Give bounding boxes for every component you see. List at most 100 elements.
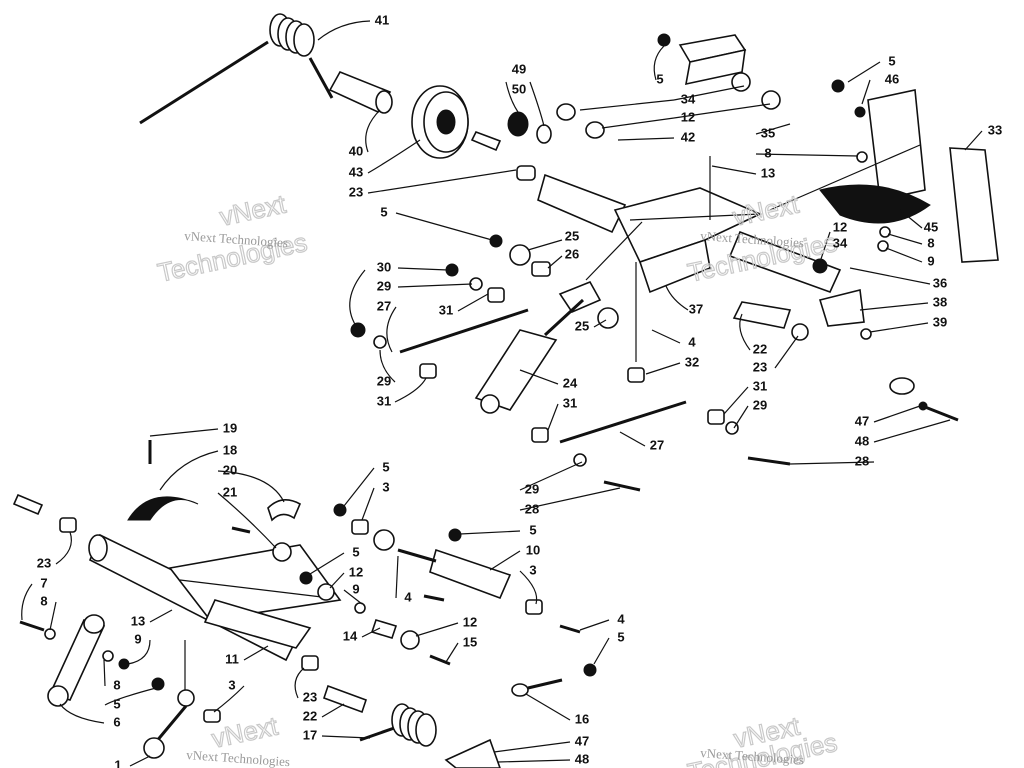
- part-callout-label: 7: [40, 575, 47, 590]
- part-callout-label: 36: [933, 275, 947, 290]
- rear-arm-frame: [613, 187, 842, 294]
- torsion-spring-lower: [359, 703, 501, 768]
- shock-absorber: [474, 280, 602, 414]
- part-callout-label: 25: [575, 318, 589, 333]
- part-callout-label: 35: [761, 125, 775, 140]
- link-rod-lower: [559, 400, 687, 444]
- leader-lines: [21, 20, 983, 767]
- part-callout-label: 5: [888, 53, 895, 68]
- part-callout-label: 23: [37, 555, 51, 570]
- link-rod-upper: [399, 308, 529, 354]
- bolt-28: [747, 456, 791, 466]
- part-callout-label: 12: [833, 219, 847, 234]
- part-callout-label: 27: [650, 437, 664, 452]
- part-callout-label: 34: [833, 235, 848, 250]
- part-callout-label: 28: [525, 501, 539, 516]
- part-callout-label: 42: [681, 129, 695, 144]
- part-callout-label: 48: [575, 751, 589, 766]
- shaft-22: [732, 301, 792, 329]
- bearing: [507, 111, 529, 137]
- eye-bolt: [511, 678, 563, 697]
- snap-ring: [536, 124, 552, 144]
- torsion-spring-upper: [139, 13, 334, 125]
- plate-38: [818, 289, 865, 327]
- lower-fasteners: [12, 440, 597, 723]
- sleeve-40: [328, 70, 393, 114]
- part-callout-label: 26: [565, 246, 579, 261]
- part-callout-label: 21: [223, 484, 237, 499]
- part-callout-label: 23: [753, 359, 767, 374]
- part-callout-label: 5: [656, 71, 663, 86]
- part-callout-label: 10: [526, 542, 540, 557]
- part-callout-label: 37: [689, 301, 703, 316]
- part-callout-label: 34: [681, 91, 696, 106]
- part-callout-label: 29: [377, 278, 391, 293]
- callout-layer: 4149505341242546333581340432351234458925…: [37, 12, 1002, 768]
- part-callout-label: 31: [563, 395, 577, 410]
- part-callout-label: 8: [927, 235, 934, 250]
- part-callout-label: 9: [134, 631, 141, 646]
- part-callout-label: 11: [225, 651, 239, 666]
- part-callout-label: 12: [349, 564, 363, 579]
- idler-wheel: [411, 85, 469, 159]
- part-callout-label: 31: [439, 302, 453, 317]
- part-callout-label: 8: [764, 145, 771, 160]
- part-callout-label: 13: [131, 613, 145, 628]
- part-callout-label: 27: [377, 298, 391, 313]
- shock-absorber-front: [373, 529, 512, 600]
- part-callout-label: 43: [349, 164, 363, 179]
- part-callout-label: 3: [228, 677, 235, 692]
- watermark-text: vNext Technologies: [186, 747, 291, 768]
- top-bracket: [678, 34, 747, 86]
- part-callout-label: 31: [377, 393, 391, 408]
- bushing-23: [516, 165, 536, 181]
- part-callout-label: 4: [404, 589, 412, 604]
- upper-fasteners: [350, 33, 928, 467]
- pivot-arm-front: [47, 614, 106, 707]
- parts-drawing: [12, 13, 999, 768]
- part-callout-label: 31: [753, 378, 767, 393]
- part-callout-label: 45: [924, 219, 938, 234]
- front-arm-frame: [168, 544, 342, 649]
- part-callout-label: 29: [753, 397, 767, 412]
- washer-plate: [889, 377, 915, 395]
- part-callout-label: 6: [113, 714, 120, 729]
- cross-shaft-upper: [537, 173, 627, 234]
- part-callout-label: 39: [933, 314, 947, 329]
- part-callout-label: 12: [681, 109, 695, 124]
- part-callout-label: 47: [855, 413, 869, 428]
- watermark-text: vNext: [217, 189, 289, 232]
- part-callout-label: 29: [525, 481, 539, 496]
- part-callout-label: 16: [575, 711, 589, 726]
- part-callout-label: 3: [382, 479, 389, 494]
- part-callout-label: 5: [113, 696, 120, 711]
- part-callout-label: 5: [352, 544, 359, 559]
- bolt-48: [924, 405, 959, 422]
- part-callout-label: 13: [761, 165, 775, 180]
- watermark-text: vNext: [730, 189, 802, 232]
- part-callout-label: 46: [885, 71, 899, 86]
- spacer-shaft: [470, 130, 502, 152]
- part-callout-label: 5: [382, 459, 389, 474]
- part-callout-label: 9: [927, 253, 934, 268]
- part-callout-label: 9: [352, 581, 359, 596]
- part-callout-label: 40: [349, 143, 363, 158]
- part-callout-label: 20: [223, 462, 237, 477]
- part-callout-label: 22: [303, 708, 317, 723]
- cap-20: [267, 499, 302, 522]
- part-callout-label: 25: [565, 228, 579, 243]
- part-callout-label: 8: [40, 593, 47, 608]
- watermark-text: vNext Technologies: [700, 745, 805, 767]
- part-callout-label: 3: [529, 562, 536, 577]
- part-callout-label: 4: [617, 611, 625, 626]
- part-callout-label: 50: [512, 81, 526, 96]
- part-callout-label: 15: [463, 634, 477, 649]
- part-callout-label: 23: [349, 184, 363, 199]
- part-callout-label: 4: [688, 334, 696, 349]
- right-pivot-arm: [819, 89, 999, 263]
- part-callout-label: 18: [223, 442, 237, 457]
- stop-blade: [127, 496, 199, 521]
- part-callout-label: 5: [529, 522, 536, 537]
